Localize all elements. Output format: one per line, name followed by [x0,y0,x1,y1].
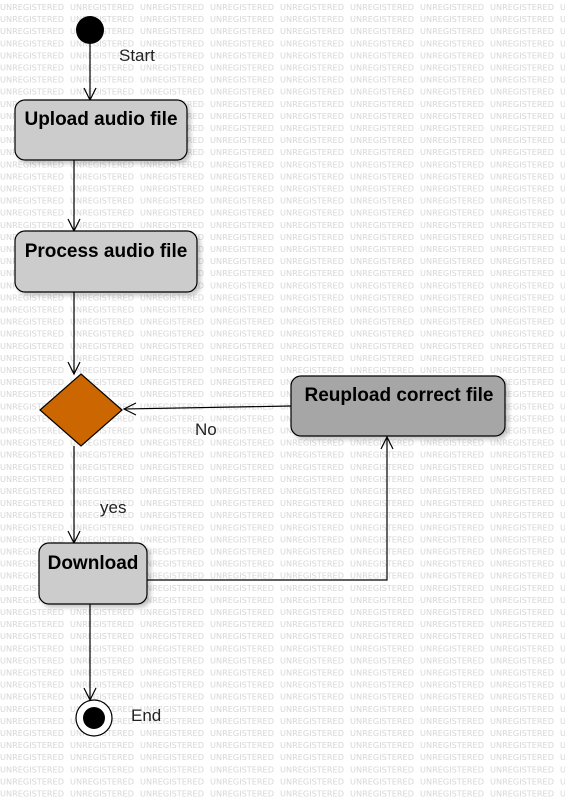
action-label: Download [48,553,139,574]
edge-reupload-to-decision [123,405,292,410]
decision-node [39,373,123,447]
edge-download-to-reupload [147,437,388,581]
action-box [38,542,148,605]
action-box [290,375,506,437]
action-download: Download [38,542,148,605]
end-label: End [131,706,161,725]
yes-label: yes [100,498,126,517]
action-reupload-correct-file: Reupload correct file [290,375,506,437]
start-node [76,16,104,44]
arrowhead [122,402,137,416]
action-upload-audio-file: Upload audio file [14,99,188,161]
action-label: Upload audio file [24,109,177,130]
arrowhead [380,435,394,450]
action-process-audio-file: Process audio file [14,230,198,293]
arrowhead [67,361,81,376]
action-label: Process audio file [25,241,188,262]
no-label: No [195,420,217,439]
action-box [14,230,198,293]
end-node [75,699,113,737]
action-label: Reupload correct file [305,385,494,406]
action-box [14,99,188,161]
start-label: Start [119,46,155,65]
